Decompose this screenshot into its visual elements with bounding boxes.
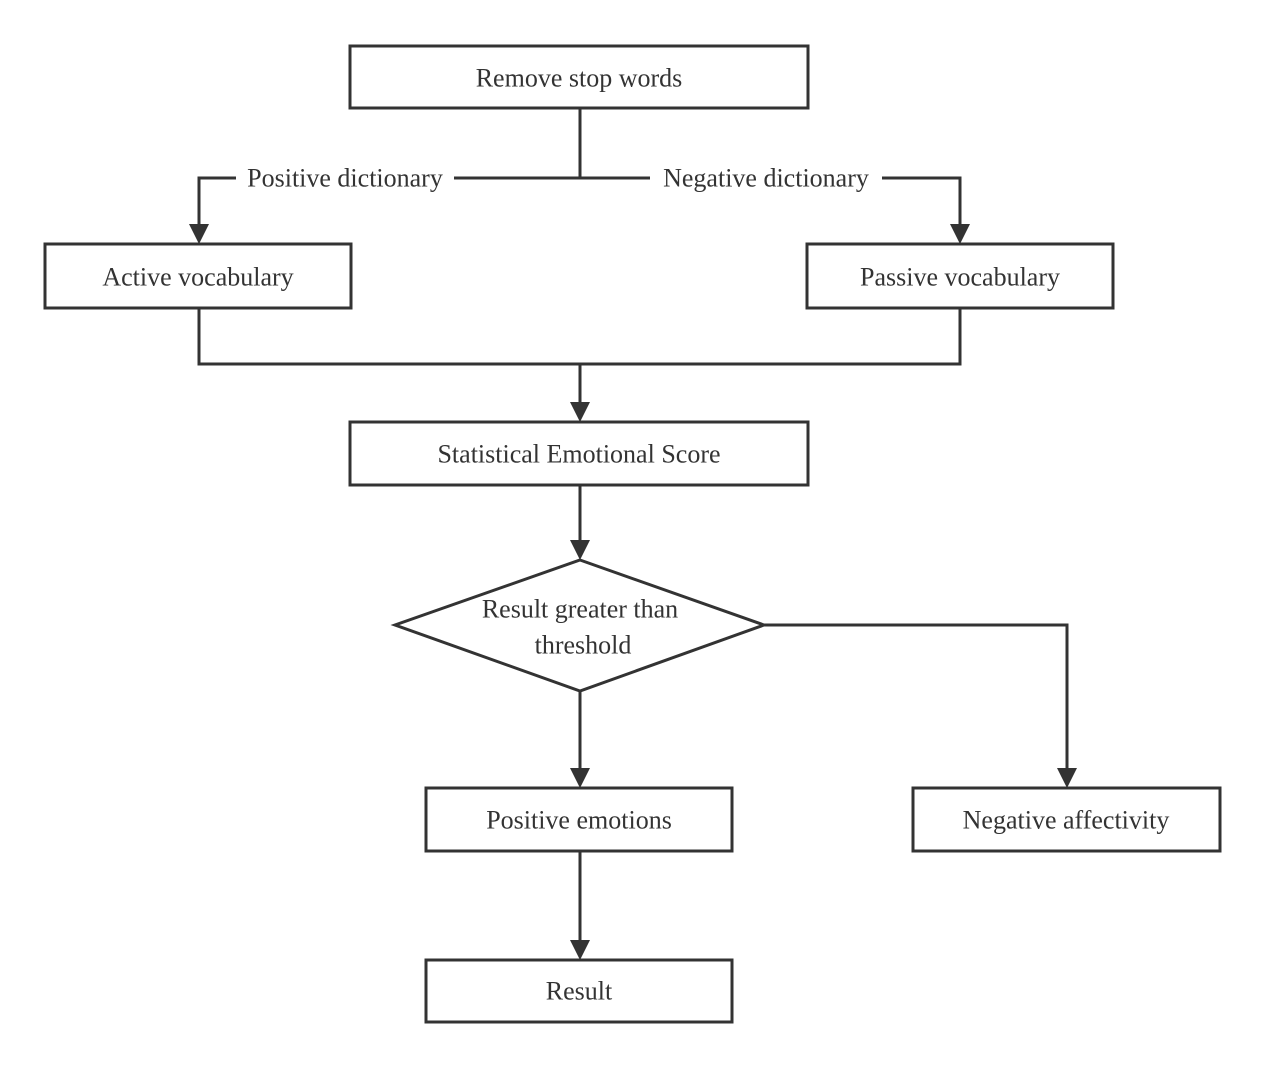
positive-dictionary-label-bg xyxy=(236,162,454,194)
node-positive-emotions-label: Positive emotions xyxy=(486,806,672,835)
node-active-vocabulary-label: Active vocabulary xyxy=(102,263,293,292)
arrowhead-active-vocabulary xyxy=(189,224,209,244)
node-result: Result xyxy=(424,958,734,1024)
node-positive-emotions-box xyxy=(424,786,734,853)
node-negative-affectivity: Negative affectivity xyxy=(911,786,1222,853)
node-negative-affectivity-label: Negative affectivity xyxy=(963,806,1170,835)
node-decision-line-2: threshold xyxy=(535,631,632,660)
node-statistical-emotional-score-label: Statistical Emotional Score xyxy=(437,440,720,469)
node-decision-line-1: Result greater than xyxy=(482,595,678,624)
positive-dictionary-label: Positive dictionary xyxy=(247,164,443,193)
negative-dictionary-label: Negative dictionary xyxy=(663,164,869,193)
arrowhead-decision xyxy=(570,540,590,560)
node-remove-stop-words: Remove stop words xyxy=(348,44,810,110)
arrowhead-positive-emotions xyxy=(570,768,590,788)
node-passive-vocabulary-box xyxy=(805,242,1115,310)
arrowhead-passive-vocabulary xyxy=(950,224,970,244)
node-statistical-emotional-score-box xyxy=(348,420,810,487)
node-negative-affectivity-box xyxy=(911,786,1222,853)
edge-active-to-merge xyxy=(197,308,580,366)
node-statistical-emotional-score: Statistical Emotional Score xyxy=(348,420,810,487)
negative-dictionary-label-bg xyxy=(650,162,882,194)
node-result-box xyxy=(424,958,734,1024)
node-passive-vocabulary-label: Passive vocabulary xyxy=(860,263,1060,292)
arrowhead-statistical-score xyxy=(570,402,590,422)
node-remove-stop-words-label: Remove stop words xyxy=(476,64,683,93)
arrowhead-negative-affectivity xyxy=(1057,768,1077,788)
node-positive-emotions: Positive emotions xyxy=(424,786,734,853)
node-passive-vocabulary: Passive vocabulary xyxy=(805,242,1115,310)
node-active-vocabulary-box xyxy=(43,242,353,310)
node-result-label: Result xyxy=(546,977,613,1006)
node-remove-stop-words-box xyxy=(348,44,810,110)
node-decision-threshold-diamond xyxy=(390,558,769,693)
node-active-vocabulary: Active vocabulary xyxy=(43,242,353,310)
arrowhead-result xyxy=(570,940,590,960)
edge-decision-to-negative-affectivity xyxy=(764,623,1069,770)
node-decision-threshold: Result greater than threshold xyxy=(390,558,769,693)
edge-passive-to-merge xyxy=(580,308,962,366)
